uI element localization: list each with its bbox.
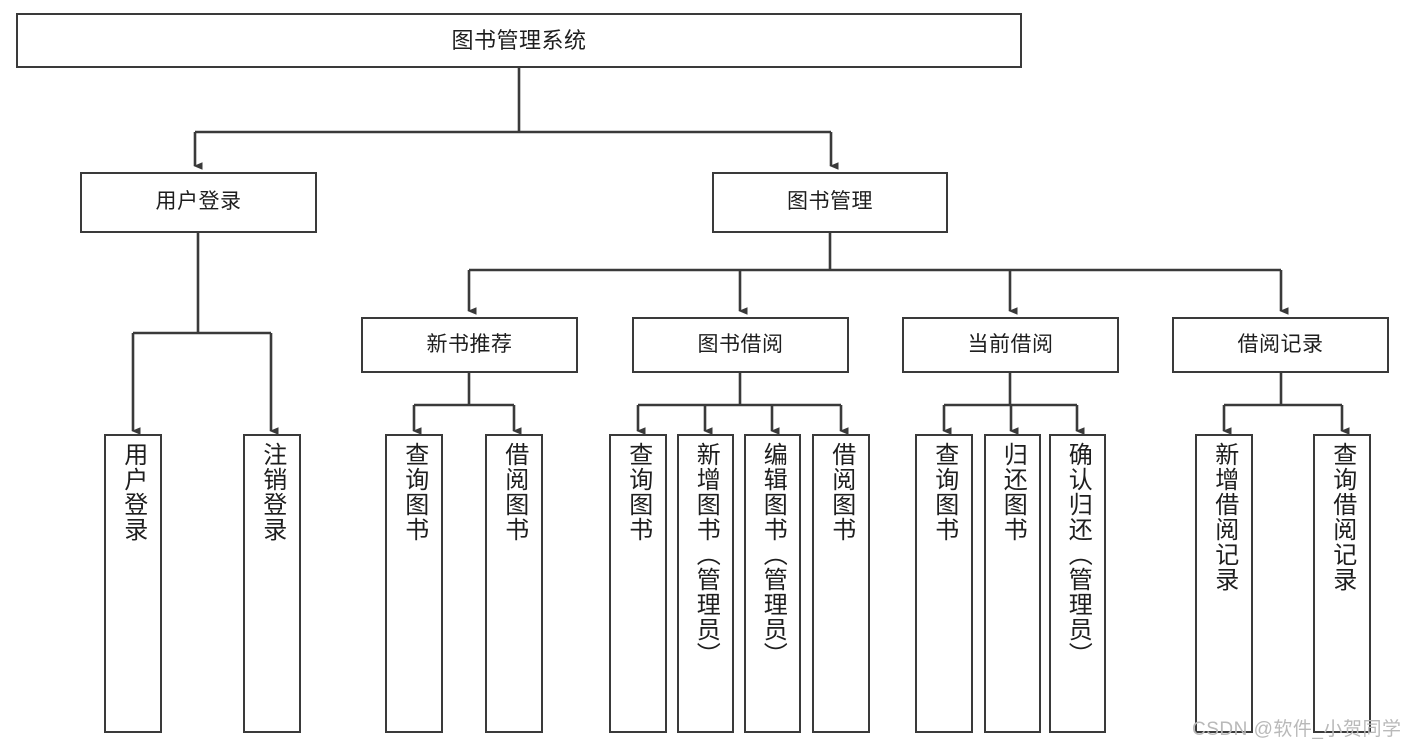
csdn-watermark: CSDN @软件_小贺同学	[1192, 719, 1402, 740]
leaf-current-borrow-0-label: 查询图书	[930, 442, 958, 542]
leaf-book-borrow-2-label: 编辑图书（管理员）	[759, 442, 787, 667]
leaf-borrow-records-0-label: 新增借阅记录	[1210, 442, 1238, 592]
node-borrow-records[interactable]: 借阅记录	[1172, 317, 1389, 373]
node-root-label: 图书管理系统	[451, 27, 587, 53]
leaf-current-borrow-2-label: 确认归还（管理员）	[1064, 442, 1092, 667]
node-current-borrow-label: 当前借阅	[967, 332, 1054, 356]
node-book-borrow[interactable]: 图书借阅	[632, 317, 849, 373]
leaf-book-borrow-1-label: 新增图书（管理员）	[692, 442, 720, 667]
leaf-current-borrow-0[interactable]: 查询图书	[915, 434, 973, 733]
node-root[interactable]: 图书管理系统	[16, 13, 1022, 68]
node-current-borrow[interactable]: 当前借阅	[902, 317, 1119, 373]
leaf-user-login-1[interactable]: 注销登录	[243, 434, 301, 733]
node-user-login-label: 用户登录	[155, 190, 242, 214]
leaf-book-borrow-3[interactable]: 借阅图书	[812, 434, 870, 733]
leaf-borrow-records-1-label: 查询借阅记录	[1328, 442, 1356, 592]
leaf-current-borrow-1-label: 归还图书	[999, 442, 1027, 542]
leaf-borrow-records-1[interactable]: 查询借阅记录	[1313, 434, 1371, 733]
leaf-new-book-1[interactable]: 借阅图书	[485, 434, 543, 733]
leaf-book-borrow-1[interactable]: 新增图书（管理员）	[677, 434, 734, 733]
leaf-book-borrow-2[interactable]: 编辑图书（管理员）	[744, 434, 801, 733]
leaf-user-login-0-label: 用户登录	[119, 442, 147, 542]
node-borrow-records-label: 借阅记录	[1237, 332, 1324, 356]
node-book-manage[interactable]: 图书管理	[712, 172, 948, 233]
leaf-book-borrow-0[interactable]: 查询图书	[609, 434, 667, 733]
leaf-new-book-0-label: 查询图书	[400, 442, 428, 542]
node-user-login[interactable]: 用户登录	[80, 172, 317, 233]
leaf-new-book-0[interactable]: 查询图书	[385, 434, 443, 733]
leaf-borrow-records-0[interactable]: 新增借阅记录	[1195, 434, 1253, 733]
leaf-book-borrow-3-label: 借阅图书	[827, 442, 855, 542]
node-book-manage-label: 图书管理	[787, 190, 873, 214]
leaf-current-borrow-2[interactable]: 确认归还（管理员）	[1049, 434, 1106, 733]
node-book-borrow-label: 图书借阅	[697, 332, 784, 356]
node-new-book-recommend[interactable]: 新书推荐	[361, 317, 578, 373]
leaf-new-book-1-label: 借阅图书	[500, 442, 528, 542]
leaf-user-login-0[interactable]: 用户登录	[104, 434, 162, 733]
leaf-current-borrow-1[interactable]: 归还图书	[984, 434, 1041, 733]
leaf-book-borrow-0-label: 查询图书	[624, 442, 652, 542]
node-new-book-recommend-label: 新书推荐	[426, 332, 513, 356]
leaf-user-login-1-label: 注销登录	[258, 442, 286, 542]
